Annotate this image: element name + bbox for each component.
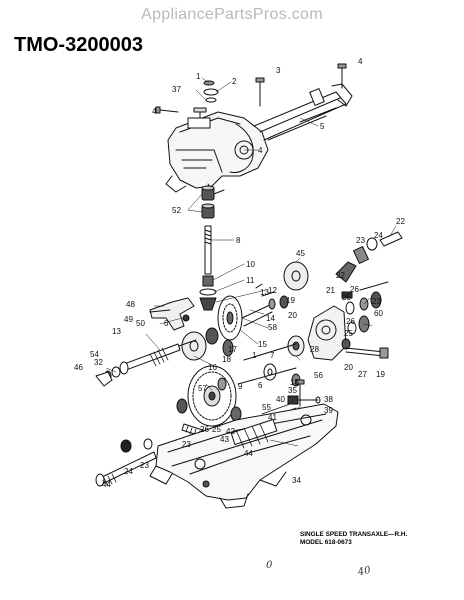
part-callout-10: 10: [246, 260, 255, 269]
input-shaft: [199, 225, 217, 311]
part-callout-23: 23: [140, 461, 149, 470]
part-callout-28: 28: [310, 345, 319, 354]
part-callout-26: 26: [346, 317, 355, 326]
part-callout-54: 54: [90, 350, 99, 359]
caption-line-1: SINGLE SPEED TRANSAXLE—R.H.: [300, 531, 408, 538]
part-callout-37: 37: [172, 85, 181, 94]
part-callout-18: 18: [222, 355, 231, 364]
part-callout-39: 39: [324, 406, 333, 415]
part-callout-22: 22: [336, 271, 345, 280]
part-callout-11: 11: [246, 276, 255, 285]
part-callout-2: 2: [232, 77, 237, 86]
watermark: AppliancePartsPros.com: [141, 6, 323, 23]
part-callout-17: 17: [228, 345, 237, 354]
part-callout-14: 14: [266, 314, 275, 323]
part-callout-22: 22: [396, 217, 405, 226]
part-callout-38: 38: [324, 395, 333, 404]
part-callout-19: 19: [286, 296, 295, 305]
bearings: [201, 185, 215, 219]
part-callout-13: 13: [112, 327, 121, 336]
part-callout-1: 1: [252, 351, 257, 360]
part-callout-23: 23: [372, 297, 381, 306]
part-callout-21: 21: [326, 286, 335, 295]
part-callout-46: 46: [74, 363, 83, 372]
part-callout-4: 4: [152, 107, 157, 116]
part-callout-4: 4: [358, 57, 363, 66]
part-callout-20: 20: [288, 311, 297, 320]
part-callout-5: 5: [320, 122, 325, 131]
part-callout-44: 44: [102, 480, 111, 489]
leader-lines: [101, 77, 397, 485]
right-side-cover: [307, 281, 389, 361]
part-callout-24: 24: [374, 231, 383, 240]
part-callout-41: 41: [268, 413, 277, 422]
upper-housing: [165, 107, 269, 195]
screw-left: [159, 109, 179, 113]
diagram-caption: SINGLE SPEED TRANSAXLE—R.H. MODEL 618-06…: [300, 531, 407, 546]
part-callout-58: 58: [268, 323, 277, 332]
part-callout-35: 35: [288, 386, 297, 395]
axle-tube: [253, 83, 353, 141]
part-callout-57: 57: [198, 384, 207, 393]
part-callout-49: 49: [124, 315, 133, 324]
part-callout-19: 19: [376, 370, 385, 379]
part-callout-3: 3: [276, 66, 281, 75]
part-callout-1: 1: [196, 72, 201, 81]
caption-line-2: MODEL 618-0673: [300, 538, 352, 546]
gear-45: [283, 261, 309, 291]
part-callout-16: 16: [208, 363, 217, 372]
handwritten-mark-1: 0: [266, 560, 273, 571]
part-callout-9: 9: [238, 382, 243, 391]
diagram-title: TMO-3200003: [14, 34, 143, 56]
part-callout-45: 45: [296, 249, 305, 258]
part-callout-8: 8: [236, 236, 241, 245]
part-callout-43: 43: [220, 435, 229, 444]
shift-fork: [149, 297, 195, 331]
part-callout-40: 40: [276, 395, 285, 404]
part-callout-23: 23: [182, 440, 191, 449]
part-callout-44: 44: [244, 449, 253, 458]
part-callout-13: 13: [260, 288, 269, 297]
part-callout-52: 52: [172, 206, 181, 215]
part-callout-6: 6: [258, 381, 263, 390]
part-callout-12: 12: [268, 286, 277, 295]
part-callout-15: 15: [258, 340, 267, 349]
part-callout-25: 25: [212, 425, 221, 434]
part-callout-26: 26: [350, 285, 359, 294]
part-callout-25: 25: [342, 293, 351, 302]
part-callout-42: 42: [226, 427, 235, 436]
part-callout-27: 27: [358, 370, 367, 379]
part-callout-60: 60: [374, 309, 383, 318]
axle-shaft-44-lower: [95, 438, 157, 487]
part-callout-56: 56: [314, 371, 323, 380]
part-callout-32: 32: [94, 358, 103, 367]
part-callout-4: 4: [258, 146, 263, 155]
lower-housing: [149, 403, 339, 509]
bolt-27: [341, 338, 389, 359]
part-callout-6: 6: [164, 319, 169, 328]
part-callout-34: 34: [292, 476, 301, 485]
part-callout-25: 25: [344, 329, 353, 338]
shift-arm: [335, 231, 403, 283]
part-callout-48: 48: [126, 300, 135, 309]
part-callout-55: 55: [262, 403, 271, 412]
part-callout-7: 7: [270, 351, 275, 360]
part-callout-18: 18: [290, 378, 299, 387]
part-callout-24: 24: [124, 467, 133, 476]
part-callout-26: 26: [200, 425, 209, 434]
part-callout-50: 50: [136, 319, 145, 328]
ring-gear-57: [176, 365, 242, 427]
bevel-gear-58: [217, 283, 289, 341]
part-callout-20: 20: [344, 363, 353, 372]
left-shaft-13: [95, 343, 181, 387]
part-callout-23: 23: [356, 236, 365, 245]
